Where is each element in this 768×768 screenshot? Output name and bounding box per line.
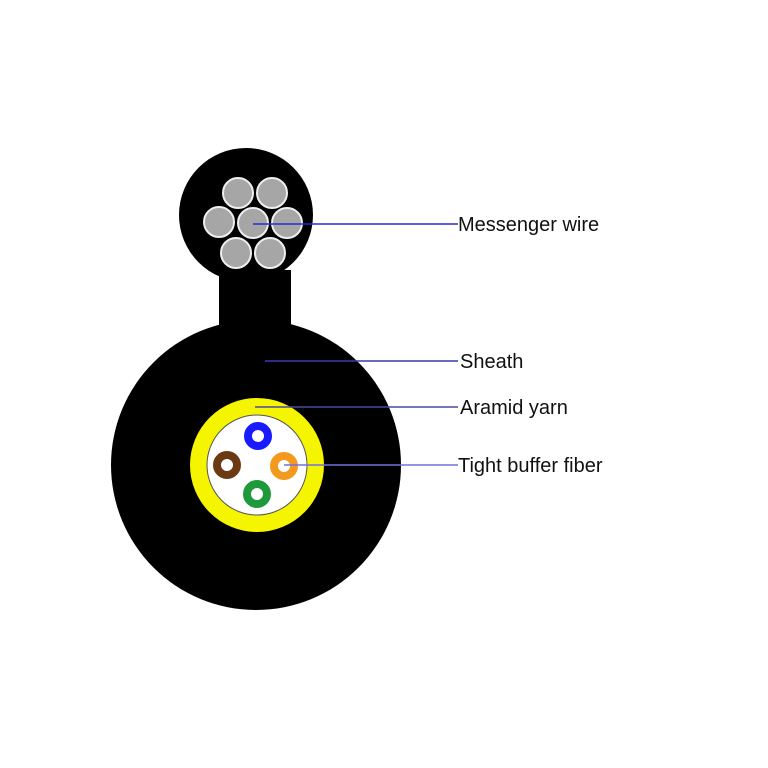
fiber-brown: [213, 451, 241, 479]
fibers: [213, 422, 298, 508]
leader-lines: [253, 223, 458, 466]
fiber-orange: [270, 452, 298, 480]
label-tight-buffer-fiber: Tight buffer fiber: [458, 455, 603, 477]
label-messenger-wire: Messenger wire: [458, 214, 599, 236]
label-sheath: Sheath: [460, 351, 523, 373]
label-aramid-yarn: Aramid yarn: [460, 397, 568, 419]
fiber-blue: [244, 422, 272, 450]
fiber-green: [243, 480, 271, 508]
messenger-wire: [203, 177, 303, 269]
